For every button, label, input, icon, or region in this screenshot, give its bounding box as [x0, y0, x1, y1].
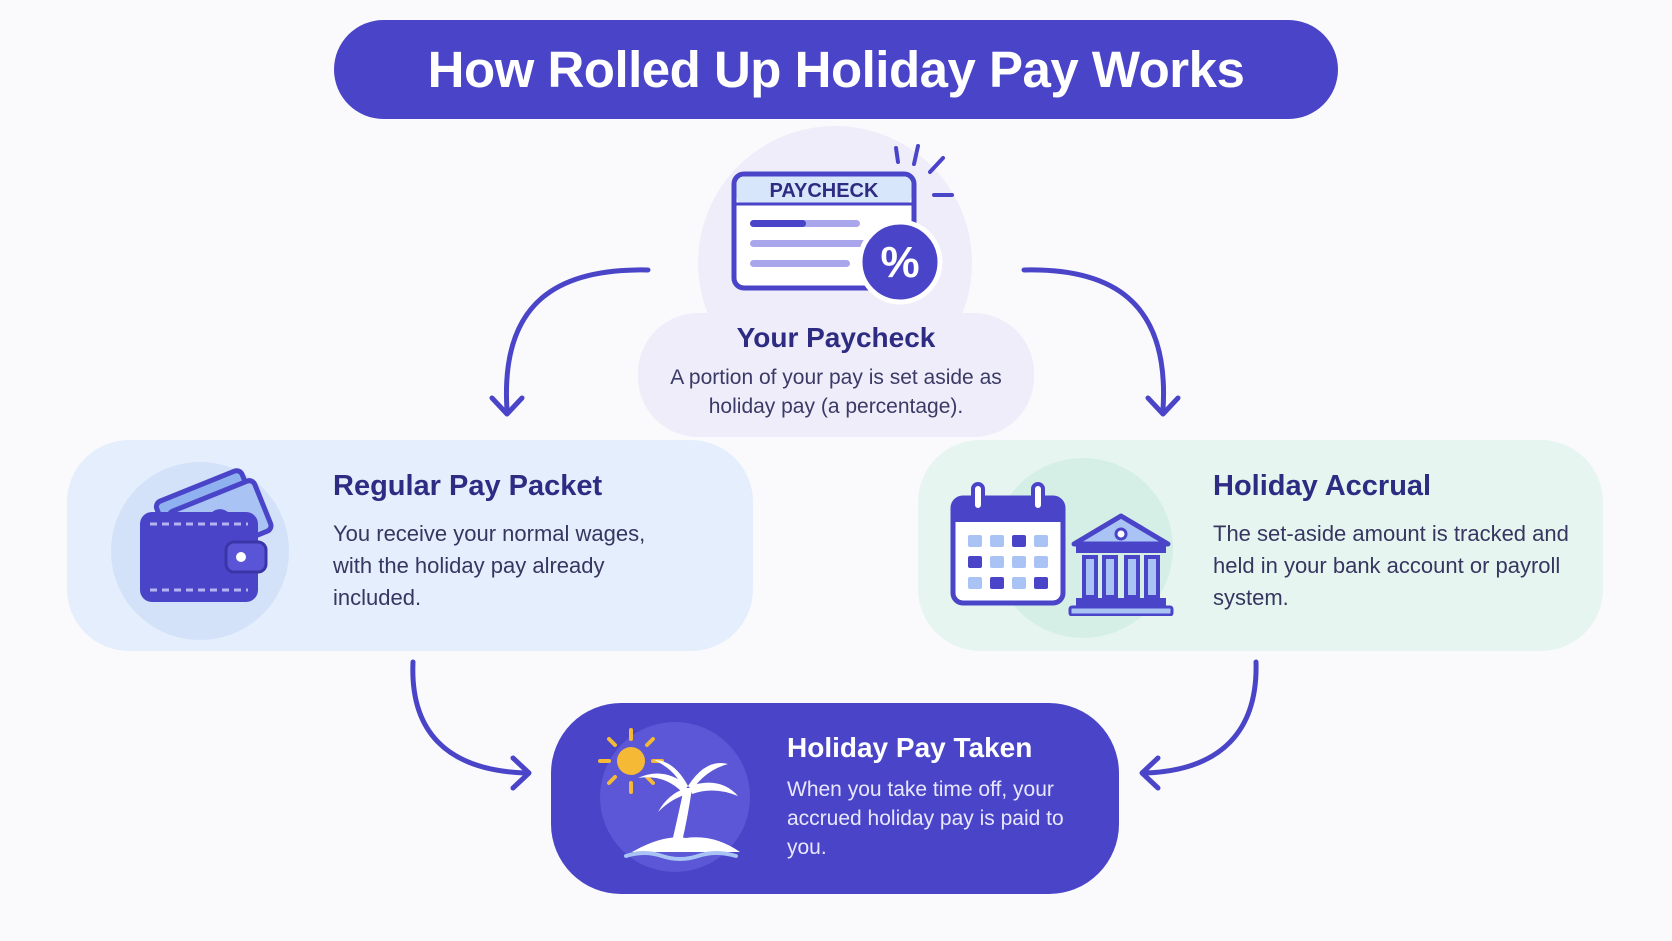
title-banner: How Rolled Up Holiday Pay Works [334, 20, 1338, 119]
arrow-head-taken-left [510, 755, 532, 791]
wallet-icon [140, 468, 274, 602]
regular-pay-description: You receive your normal wages, with the … [333, 521, 646, 610]
holiday-pay-taken-heading: Holiday Pay Taken [787, 732, 1033, 763]
regular-pay-heading: Regular Pay Packet [333, 470, 603, 502]
paycheck-icon: PAYCHECK % [731, 144, 954, 305]
paycheck-description: A portion of your pay is set aside as ho… [670, 366, 1002, 418]
holiday-accrual-description: The set-aside amount is tracked and held… [1213, 521, 1569, 610]
arrow-head-regular [489, 395, 525, 417]
arrow-regular-to-taken [410, 659, 528, 776]
arrow-accrual-to-taken [1143, 659, 1259, 776]
arrow-head-accrual [1145, 395, 1181, 417]
calendar-icon [950, 482, 1066, 606]
paycheck-text-background [638, 313, 1034, 437]
arrow-paycheck-to-regular [503, 267, 651, 413]
paycheck-label: PAYCHECK [770, 180, 879, 202]
arrow-paycheck-to-accrual [1021, 267, 1167, 413]
holiday-accrual-heading: Holiday Accrual [1213, 470, 1432, 502]
page-title: How Rolled Up Holiday Pay Works [427, 41, 1245, 98]
palm-tree-icon [624, 760, 740, 861]
bank-icon [1068, 513, 1174, 616]
percent-badge: % [880, 238, 919, 287]
arrow-head-taken-right [1139, 755, 1161, 791]
paycheck-heading: Your Paycheck [736, 322, 936, 353]
holiday-pay-taken-description: When you take time off, your accrued hol… [787, 778, 1064, 859]
